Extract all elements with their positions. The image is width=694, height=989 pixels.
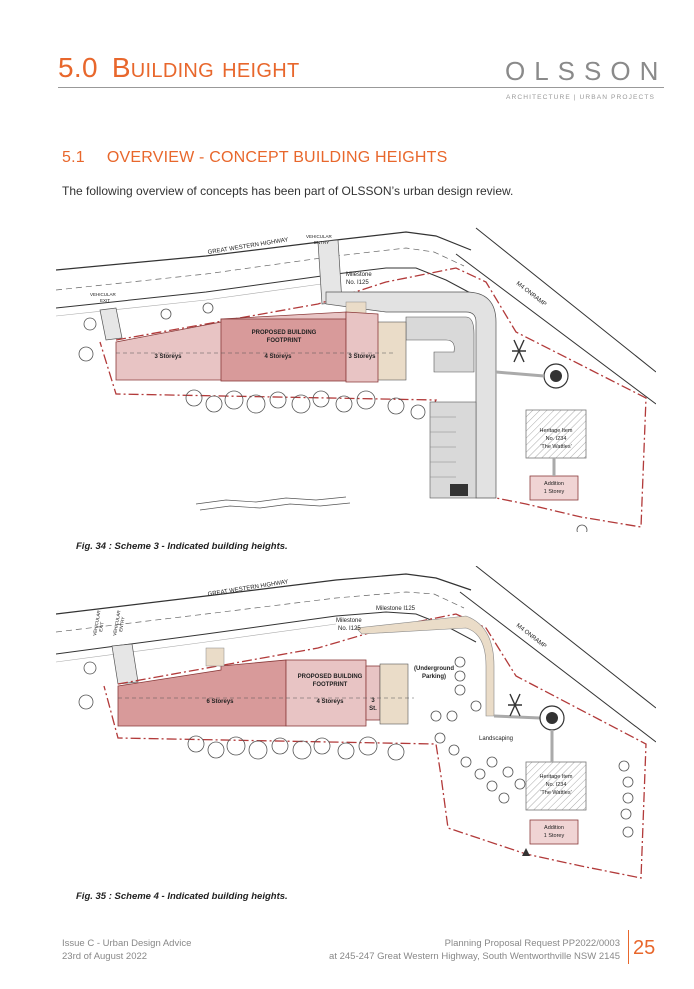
milestone-label-2: No. I125: [346, 280, 369, 286]
brand-logo: OLSSON: [505, 56, 668, 86]
storeys-mid-label: 4 Storeys: [316, 699, 344, 705]
site-plan-scheme-4: GREAT WESTERN HIGHWAY M4 ONRAMP VEHICULA…: [56, 566, 656, 886]
heritage-label-2: No. I234: [546, 436, 567, 442]
addition-label-1: Addition: [544, 825, 564, 831]
storeys-left-label: 3 Storeys: [154, 354, 182, 360]
vehicular-entry-label-2: ENTRY: [118, 616, 126, 632]
parking-label-1: (Underground: [414, 666, 454, 672]
footer-address: at 245-247 Great Western Highway, South …: [329, 951, 620, 962]
section-number: 5.0: [58, 52, 98, 83]
addition-label-1: Addition: [544, 481, 564, 487]
figure-caption: Fig. 34 : Scheme 3 - Indicated building …: [76, 541, 288, 552]
page-title: 5.0 Building height: [58, 52, 299, 84]
footer-project-info: Planning Proposal Request PP2022/0003 at…: [329, 937, 620, 963]
site-plan-scheme-3: GREAT WESTERN HIGHWAY M4 ONRAMP VEHICULA…: [56, 222, 656, 532]
road-label: GREAT WESTERN HIGHWAY: [207, 579, 288, 598]
vehicular-entry-label-1: VEHICULAR: [112, 609, 122, 636]
storeys-right-label-2: St.: [369, 706, 377, 712]
heritage-label-3: 'The Wattles': [540, 444, 571, 450]
subsection-title: 5.1 OVERVIEW - CONCEPT BUILDING HEIGHTS: [62, 149, 448, 167]
footprint-label-1: PROPOSED BUILDING: [252, 330, 317, 336]
vehicular-entry-label-2: ENTRY: [314, 240, 329, 245]
road-label: GREAT WESTERN HIGHWAY: [207, 237, 288, 256]
page-number: 25: [633, 937, 656, 959]
footprint-label-2: FOOTPRINT: [313, 682, 348, 688]
milestone-label-1: Milestone: [336, 618, 362, 624]
heritage-label-2: No. I234: [546, 782, 567, 788]
subsection-number: 5.1: [62, 149, 85, 166]
heritage-label-1: Heritage Item: [539, 428, 572, 434]
addition-label-2: 1 Storey: [544, 833, 565, 839]
header-rule: [58, 87, 664, 88]
storeys-right-label-1: 3: [371, 698, 375, 704]
storeys-left-label: 6 Storeys: [206, 699, 234, 705]
section-title: Building height: [111, 52, 300, 83]
figure-caption: Fig. 35 : Scheme 4 - Indicated building …: [76, 891, 288, 902]
landscaping-label: Landscaping: [479, 736, 513, 742]
milestone-label-3: Milestone I125: [376, 606, 416, 612]
footer-date: 23rd of August 2022: [62, 951, 148, 962]
subsection-heading: OVERVIEW - CONCEPT BUILDING HEIGHTS: [106, 149, 448, 166]
parking-label-2: Parking): [422, 674, 446, 680]
intro-paragraph: The following overview of concepts has b…: [62, 184, 514, 198]
footprint-label-1: PROPOSED BUILDING: [298, 674, 363, 680]
vehicular-exit-label-1: VEHICULAR: [90, 292, 117, 297]
heritage-label-3: 'The Wattles': [540, 790, 571, 796]
vehicular-exit-label-2: EXIT: [100, 298, 110, 303]
storeys-mid-label: 4 Storeys: [264, 354, 292, 360]
milestone-label-2: No. I125: [338, 626, 361, 632]
vehicular-entry-label-1: VEHICULAR: [306, 234, 333, 239]
footer-proposal: Planning Proposal Request PP2022/0003: [444, 938, 620, 949]
vehicular-exit-label-1: VEHICULAR: [92, 609, 102, 636]
footer-divider: [628, 930, 629, 964]
vehicular-exit-label-2: EXIT: [98, 621, 105, 632]
milestone-label-1: Milestone: [346, 272, 372, 278]
footer-issue-info: Issue C - Urban Design Advice 23rd of Au…: [62, 937, 191, 963]
footer-issue: Issue C - Urban Design Advice: [62, 938, 192, 949]
footprint-label-2: FOOTPRINT: [267, 338, 302, 344]
storeys-right-label: 3 Storeys: [348, 354, 376, 360]
brand-tagline: ARCHITECTURE | URBAN PROJECTS: [506, 94, 656, 101]
addition-label-2: 1 Storey: [544, 489, 565, 495]
ramp-label: M4 ONRAMP: [515, 281, 547, 308]
heritage-label-1: Heritage Item: [539, 774, 572, 780]
